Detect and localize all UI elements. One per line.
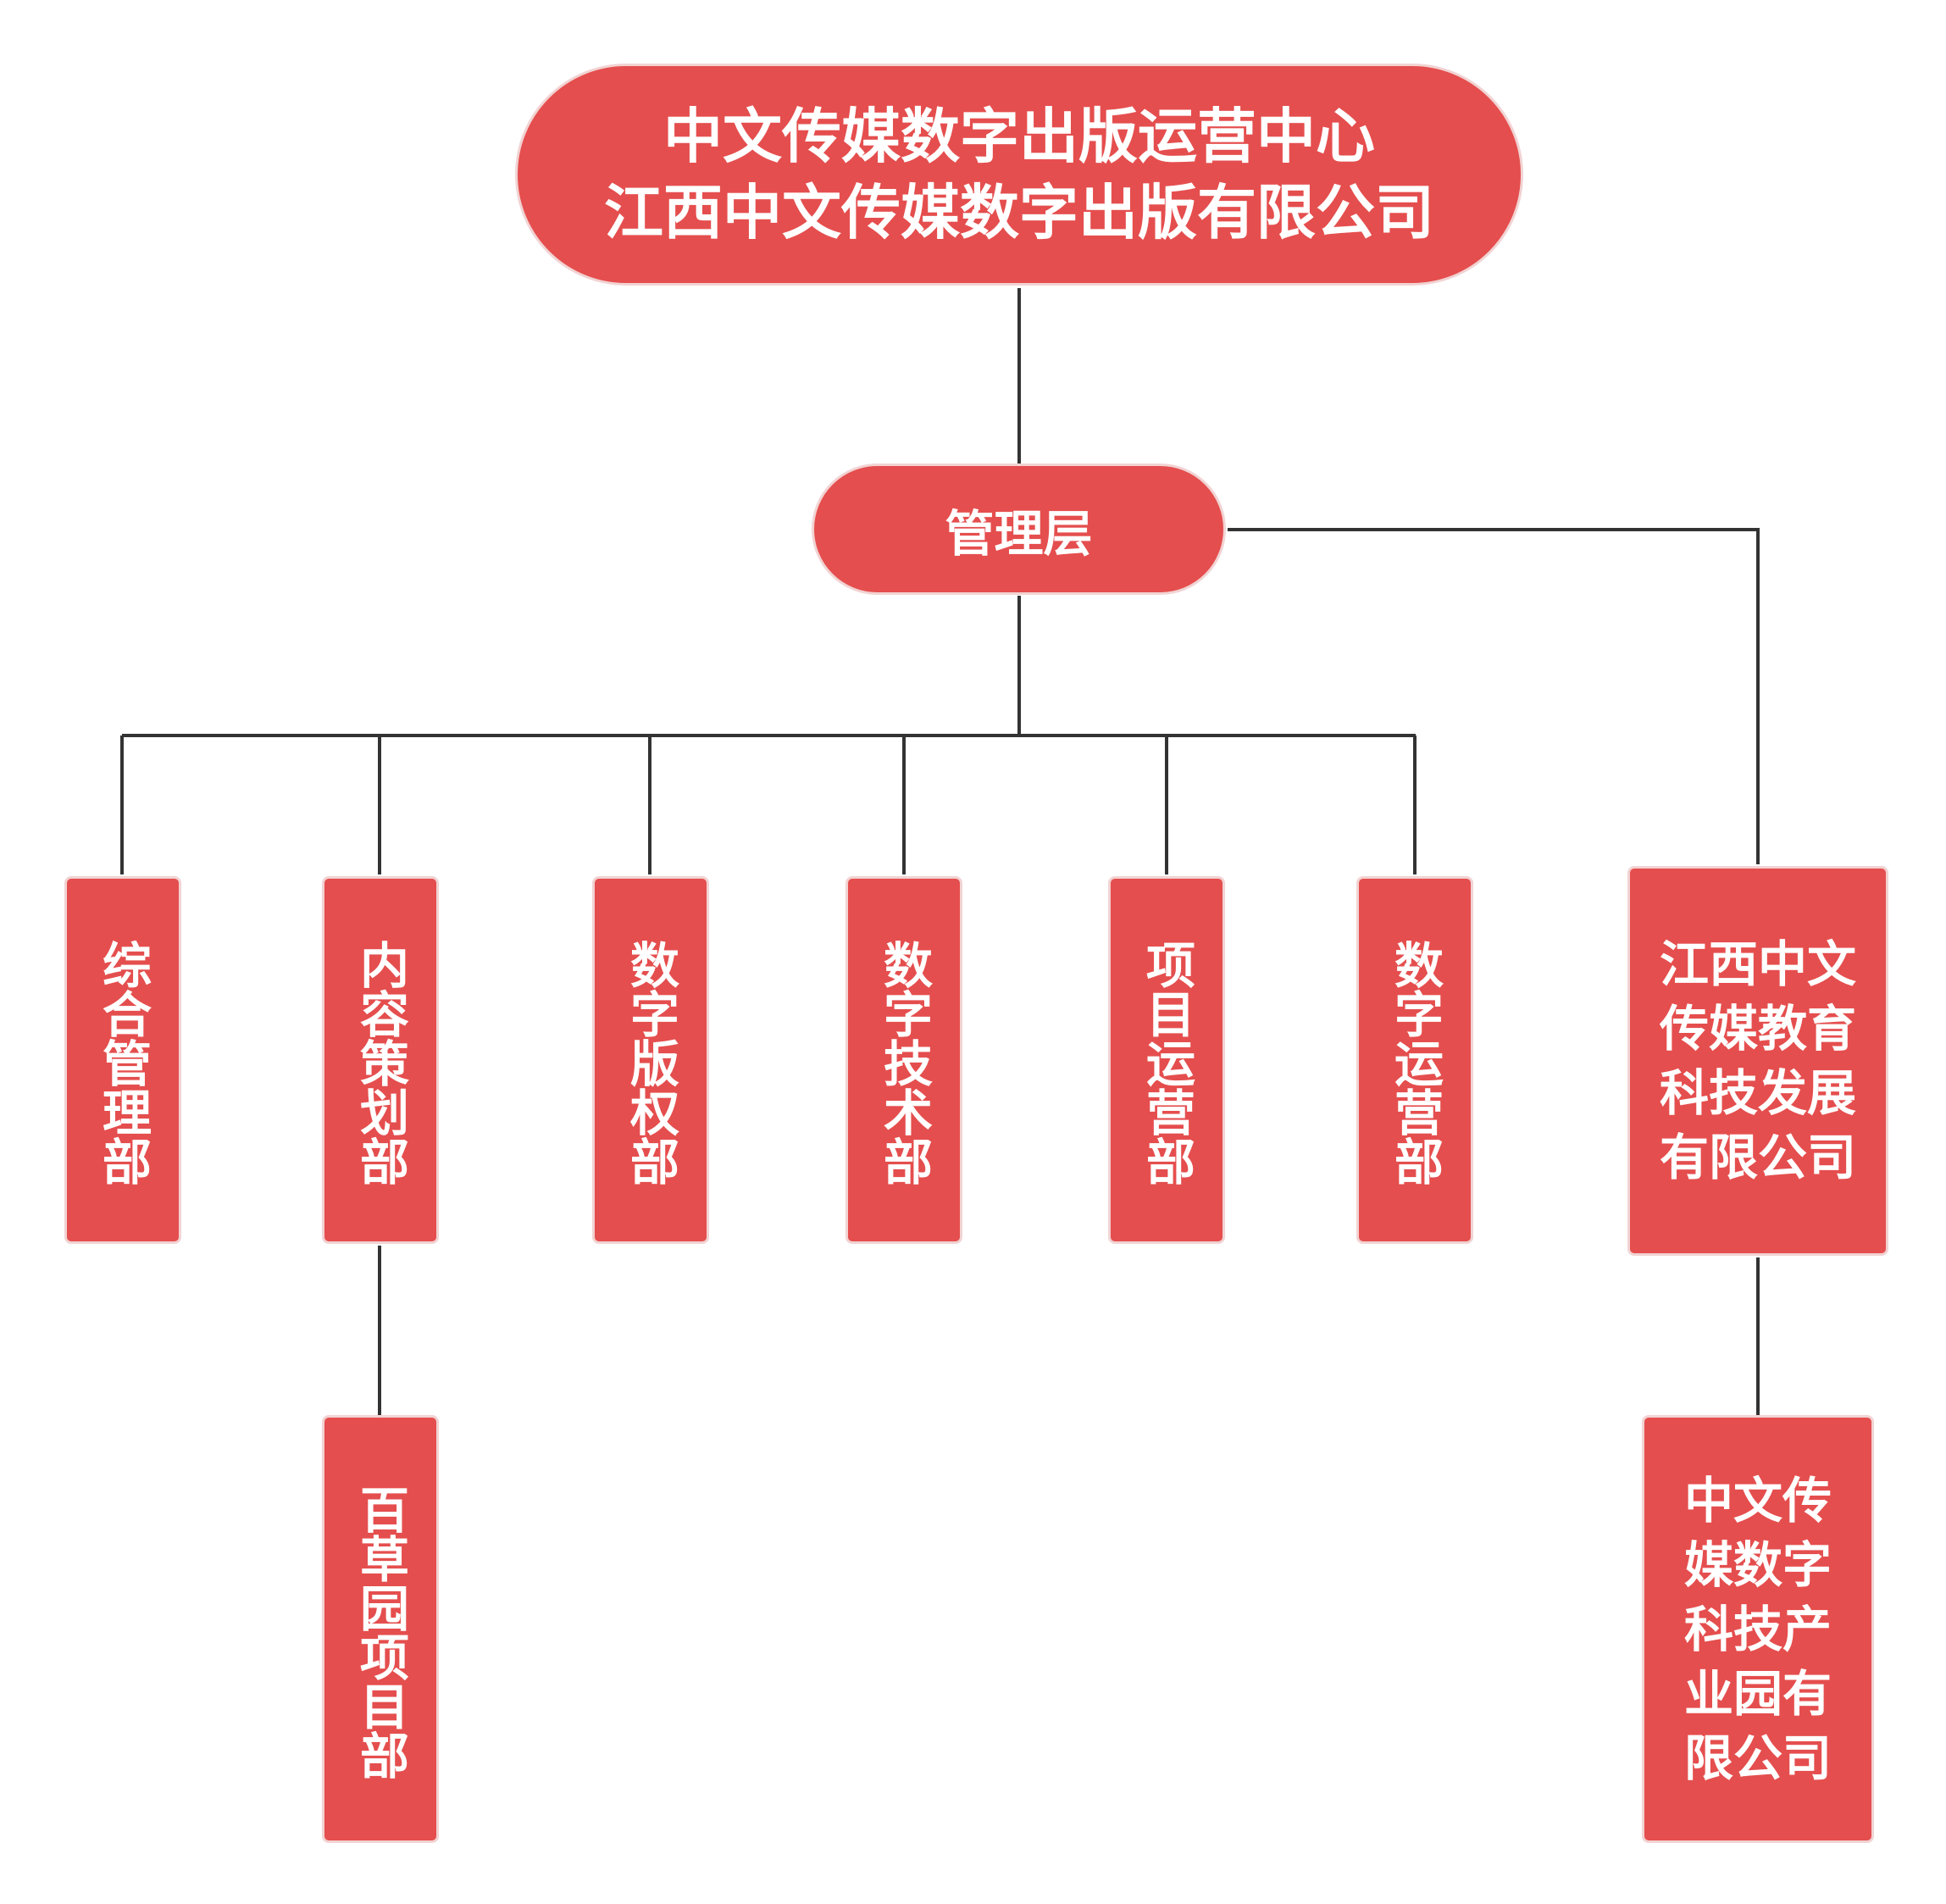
dept-content-node: 内容策划部 <box>322 876 439 1244</box>
education-company-label: 江西中文传媒教育科技发展有限公司 <box>1659 935 1856 1186</box>
industrial-park-node: 中文传媒数字科技产业园有限公司 <box>1642 1415 1874 1843</box>
dept-general-node: 综合管理部 <box>64 876 181 1244</box>
edge-management-education <box>1228 528 1760 864</box>
education-company-node: 江西中文传媒教育科技发展有限公司 <box>1627 866 1888 1256</box>
management-node: 管理层 <box>812 464 1226 595</box>
dept-tech-node: 数字技术部 <box>845 876 962 1244</box>
industrial-park-label: 中文传媒数字科技产业园有限公司 <box>1683 1471 1832 1787</box>
dept-general-label: 综合管理部 <box>94 940 152 1185</box>
root-node: 中文传媒数字出版运营中心 江西中文传媒数字出版有限公司 <box>515 64 1523 286</box>
dept-project-ops-label: 项目运营部 <box>1138 940 1195 1185</box>
sub-project-label: 百草园项目部 <box>352 1484 409 1779</box>
dept-digital-ops-node: 数字运营部 <box>1356 876 1473 1244</box>
dept-copyright-label: 数字版权部 <box>622 940 679 1185</box>
sub-project-node: 百草园项目部 <box>322 1415 439 1843</box>
dept-content-label: 内容策划部 <box>352 940 409 1185</box>
dept-digital-ops-label: 数字运营部 <box>1386 940 1444 1185</box>
root-title-line2: 江西中文传媒数字出版有限公司 <box>604 178 1434 247</box>
dept-copyright-node: 数字版权部 <box>592 876 709 1244</box>
dept-project-ops-node: 项目运营部 <box>1108 876 1225 1244</box>
dept-tech-label: 数字技术部 <box>875 940 933 1185</box>
root-title-line1: 中文传媒数字出版运营中心 <box>663 102 1375 171</box>
management-label: 管理层 <box>945 504 1093 563</box>
